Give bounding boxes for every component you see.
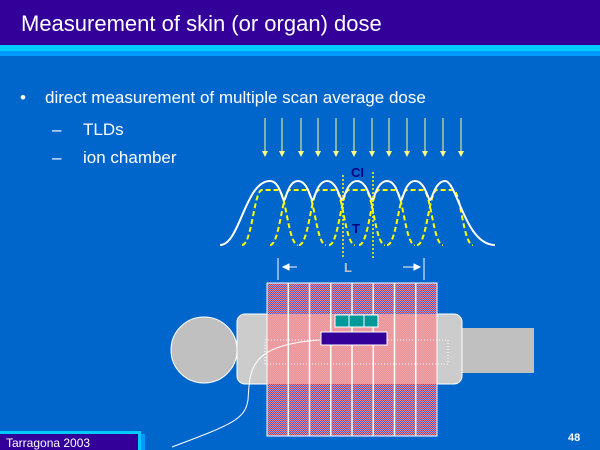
bullet-marker: • xyxy=(20,88,26,107)
slide-title: Measurement of skin (or organ) dose xyxy=(21,11,382,36)
length-indicator xyxy=(277,258,425,280)
single-scan-profile xyxy=(241,189,299,246)
organ-outline xyxy=(264,339,449,365)
single-scan-profile xyxy=(298,189,356,246)
arrowhead xyxy=(404,151,410,157)
multiple-scan-profile xyxy=(219,179,496,246)
single-scan-profile xyxy=(328,189,386,246)
label-t: T xyxy=(352,221,360,236)
phantom-head xyxy=(170,316,238,384)
sub-bullet-marker: – xyxy=(52,148,62,167)
label-ci: CI xyxy=(351,165,364,180)
footer-shadow xyxy=(141,434,145,450)
bullet-text: direct measurement of multiple scan aver… xyxy=(45,88,426,107)
arrowhead xyxy=(298,151,304,157)
single-scan-profile xyxy=(416,189,474,246)
beam-arrows xyxy=(262,118,464,157)
arrowhead xyxy=(422,151,428,157)
single-scan-profile xyxy=(358,189,416,246)
single-scan-profile xyxy=(269,189,327,246)
arrowhead xyxy=(279,151,285,157)
sub-bullet-marker: – xyxy=(52,120,62,139)
phantom xyxy=(170,282,534,448)
footer-box: Tarragona 2003 xyxy=(0,431,141,450)
sub-bullet-text: TLDs xyxy=(83,120,124,139)
title-stripe-2 xyxy=(0,51,600,56)
arrowhead xyxy=(262,151,268,157)
arrowhead xyxy=(369,151,375,157)
sub-bullet-text: ion chamber xyxy=(83,148,177,167)
page-number: 48 xyxy=(568,432,581,444)
phantom-legs xyxy=(462,328,534,373)
arrowhead xyxy=(458,151,464,157)
dose-profiles xyxy=(219,179,496,246)
arrowhead xyxy=(333,151,339,157)
single-scan-profile xyxy=(386,189,444,246)
arrowhead xyxy=(440,151,446,157)
ion-chamber xyxy=(320,331,388,346)
arrowhead xyxy=(351,151,357,157)
tld-chips xyxy=(334,314,379,328)
arrowhead xyxy=(386,151,392,157)
title-bar xyxy=(0,0,600,45)
footer-text: Tarragona 2003 xyxy=(6,436,91,450)
label-l: L xyxy=(344,260,352,275)
ion-chamber-cable xyxy=(171,339,321,448)
title-stripe xyxy=(0,45,600,51)
arrowhead xyxy=(315,151,321,157)
